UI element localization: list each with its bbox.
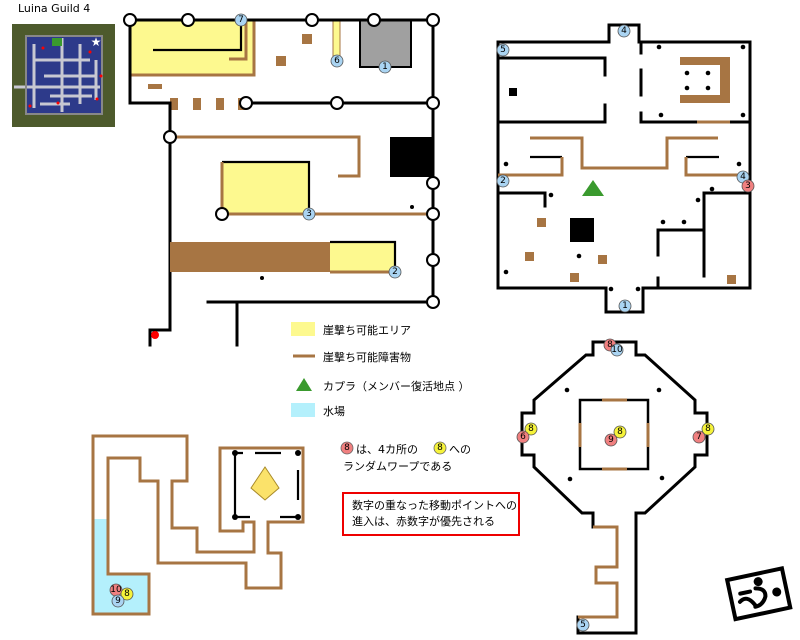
priority-note-line2: 進入は、赤数字が優先される	[352, 515, 495, 528]
legend-swatch-cliff-area	[291, 322, 315, 336]
svg-text:9: 9	[608, 435, 614, 445]
star-icon: ★	[91, 35, 102, 49]
warp-note-b: への	[449, 443, 471, 456]
kafra-icon	[582, 180, 604, 196]
warp-note-line2: ランダムワープである	[343, 460, 453, 473]
warp-marker-red-9: 9	[604, 433, 618, 447]
svg-text:3: 3	[745, 181, 751, 191]
svg-text:7: 7	[696, 432, 702, 442]
nodes	[123, 13, 440, 309]
warp-marker-yellow-8: 8	[701, 422, 715, 436]
legend-swatch-water	[291, 403, 315, 417]
svg-text:7: 7	[238, 15, 244, 25]
svg-text:8: 8	[617, 427, 623, 437]
minimap-title: Luina Guild 4	[18, 2, 91, 15]
svg-text:8: 8	[344, 443, 350, 453]
priority-note-line1: 数字の重なった移動ポイントへの	[352, 499, 517, 512]
svg-text:5: 5	[580, 620, 586, 630]
svg-text:2: 2	[392, 267, 398, 277]
svg-text:9: 9	[115, 596, 121, 606]
warp-marker-yellow-8: 8	[613, 425, 627, 439]
legend-kafra: カプラ（メンバー復活地点 ）	[323, 380, 470, 393]
svg-text:4: 4	[621, 26, 627, 36]
svg-text:10: 10	[611, 345, 623, 355]
legend-water: 水場	[323, 405, 345, 418]
crystal-icon	[250, 466, 280, 501]
svg-text:1: 1	[622, 301, 628, 311]
minimap: ★	[12, 24, 115, 127]
legend-kafra-icon	[296, 378, 312, 391]
building-ne	[496, 23, 752, 314]
svg-text:4: 4	[740, 172, 746, 182]
warp-marker-yellow-8: 8	[120, 587, 134, 601]
warp-marker-blue-3: 3	[302, 207, 316, 221]
svg-text:2: 2	[500, 176, 506, 186]
warp-marker-red-6: 6	[516, 430, 530, 444]
warp-marker-blue-2: 2	[388, 265, 402, 279]
legend-cliff-area: 崖撃ち可能エリア	[323, 324, 411, 337]
warp-marker-blue-1: 1	[378, 60, 392, 74]
note-yellow-marker: 8	[433, 441, 447, 455]
warp-marker-blue-9: 9	[111, 594, 125, 608]
entrance-marker	[151, 331, 159, 339]
svg-text:8: 8	[607, 340, 613, 350]
priority-note: 数字の重なった移動ポイントへの 進入は、赤数字が優先される	[342, 492, 520, 536]
svg-text:6: 6	[520, 432, 526, 442]
maze-area	[91, 434, 305, 616]
svg-text:10: 10	[110, 585, 122, 595]
warp-marker-red-3: 3	[741, 179, 755, 193]
warp-marker-blue-5: 5	[576, 618, 590, 632]
svg-text:6: 6	[334, 56, 340, 66]
puni-logo-icon	[724, 566, 793, 622]
svg-text:5: 5	[500, 45, 506, 55]
warp-marker-blue-4: 4	[617, 24, 631, 38]
svg-text:8: 8	[705, 424, 711, 434]
warp-marker-blue-10: 10	[610, 343, 624, 357]
warp-note-a: は、4カ所の	[356, 443, 418, 456]
svg-text:3: 3	[306, 209, 312, 219]
building-nw	[123, 13, 440, 347]
svg-text:8: 8	[124, 589, 130, 599]
warp-marker-red-10: 10	[109, 583, 123, 597]
warp-marker-blue-1: 1	[618, 299, 632, 313]
svg-text:8: 8	[437, 443, 443, 453]
svg-text:8: 8	[528, 424, 534, 434]
note-red-marker: 8	[340, 441, 354, 455]
octagon-room	[520, 340, 709, 635]
warp-marker-blue-7: 7	[234, 13, 248, 27]
svg-text:1: 1	[382, 62, 388, 72]
warp-marker-yellow-8: 8	[524, 422, 538, 436]
warp-marker-blue-6: 6	[330, 54, 344, 68]
warp-marker-blue-5: 5	[496, 43, 510, 57]
legend-cliff-obstacle: 崖撃ち可能障害物	[323, 351, 411, 364]
warp-marker-red-7: 7	[692, 430, 706, 444]
warp-marker-blue-2: 2	[496, 174, 510, 188]
